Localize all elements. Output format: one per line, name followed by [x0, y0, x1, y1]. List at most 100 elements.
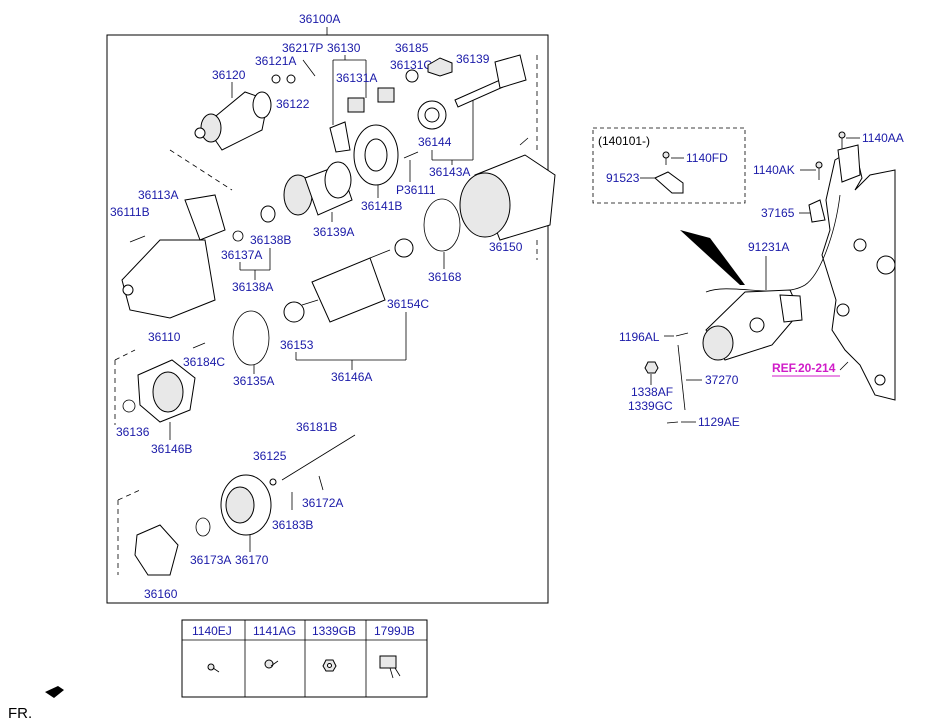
shaft-part: [454, 54, 527, 108]
brush-holder-housing-part: [137, 359, 196, 423]
label-36170[interactable]: 36170: [235, 553, 269, 567]
bracket-part: [808, 199, 826, 223]
pointer-arrow-icon: [680, 230, 745, 285]
label-36144[interactable]: 36144: [418, 135, 452, 149]
label-P36111[interactable]: P36111: [396, 183, 436, 197]
ref-link[interactable]: REF.20-214: [772, 361, 836, 375]
front-direction-label[interactable]: FR.: [8, 705, 32, 722]
connector-icon: [379, 655, 401, 679]
inset-box: [592, 127, 746, 204]
label-1338AF[interactable]: 1338AF: [631, 385, 673, 399]
label-36122[interactable]: 36122: [276, 97, 310, 111]
bracket-part: [654, 171, 684, 194]
collar-part: [260, 205, 276, 223]
inset-date: (140101-): [598, 134, 650, 148]
oring-part: [195, 517, 211, 537]
label-36137A[interactable]: 36137A: [221, 248, 262, 262]
bearing-part: [394, 238, 414, 258]
label-36121A[interactable]: 36121A: [255, 54, 296, 68]
screw-icon: [264, 659, 279, 669]
label-36130[interactable]: 36130: [327, 41, 361, 55]
front-arrow-icon: [45, 686, 64, 698]
yoke-housing-part: [459, 137, 556, 241]
label-36131C[interactable]: 36131C: [390, 58, 432, 72]
label-91523[interactable]: 91523: [606, 171, 640, 185]
label-36100A[interactable]: 36100A: [299, 12, 340, 26]
label-36139A[interactable]: 36139A: [313, 225, 354, 239]
label-1129AE[interactable]: 1129AE: [698, 415, 740, 429]
lever-part: [329, 121, 351, 153]
pinion-part: [283, 161, 353, 216]
label-36146B[interactable]: 36146B: [151, 442, 192, 456]
label-36131A[interactable]: 36131A: [336, 71, 377, 85]
label-36120[interactable]: 36120: [212, 68, 246, 82]
label-1196AL[interactable]: 1196AL: [619, 330, 660, 344]
cable-part: [677, 344, 686, 411]
label-36181B[interactable]: 36181B: [296, 420, 337, 434]
label-36153[interactable]: 36153: [280, 338, 314, 352]
label-36125[interactable]: 36125: [253, 449, 287, 463]
nut-part: [286, 74, 296, 84]
label-36139[interactable]: 36139: [456, 52, 490, 66]
label-36146A[interactable]: 36146A: [331, 370, 372, 384]
front-housing-part: [121, 194, 226, 319]
label-36173A[interactable]: 36173A: [190, 553, 231, 567]
armature-part: [301, 249, 391, 323]
label-36150[interactable]: 36150: [489, 240, 523, 254]
parts-table: [181, 619, 428, 698]
label-36172A[interactable]: 36172A: [302, 496, 343, 510]
label-36138A[interactable]: 36138A: [232, 280, 273, 294]
label-36168[interactable]: 36168: [428, 270, 462, 284]
clip-part: [232, 230, 244, 242]
label-36184C[interactable]: 36184C: [183, 355, 225, 369]
oring-part: [122, 399, 136, 413]
brush-holder-part: [134, 524, 179, 576]
engine-block: [821, 144, 896, 401]
bolt-icon: [815, 161, 823, 180]
label-36143A[interactable]: 36143A: [429, 165, 470, 179]
label-1339GC[interactable]: 1339GC: [628, 399, 673, 413]
label-36154C[interactable]: 36154C: [387, 297, 429, 311]
label-36185[interactable]: 36185: [395, 41, 429, 55]
nut-icon: [322, 659, 337, 672]
bolt-icon: [662, 151, 670, 165]
washer-part: [269, 478, 277, 486]
bracket-part: [377, 87, 395, 103]
label-36160[interactable]: 36160: [144, 587, 178, 601]
table-header-1799JB[interactable]: 1799JB: [374, 624, 415, 638]
table-header-1140EJ[interactable]: 1140EJ: [192, 624, 232, 638]
label-36136[interactable]: 36136: [116, 425, 150, 439]
label-1140AK[interactable]: 1140AK: [753, 163, 795, 177]
label-36111B[interactable]: 36111B: [110, 205, 150, 219]
label-91231A[interactable]: 91231A: [748, 240, 789, 254]
label-36183B[interactable]: 36183B: [272, 518, 313, 532]
label-36110[interactable]: 36110: [148, 330, 181, 344]
through-bolt-part: [281, 434, 356, 481]
bolt-icon: [838, 131, 846, 150]
oring-part: [232, 310, 270, 366]
table-header-1141AG[interactable]: 1141AG: [253, 624, 296, 638]
label-37165[interactable]: 37165: [761, 206, 795, 220]
oring-part: [423, 198, 461, 252]
solenoid-part: [194, 91, 272, 151]
washer-part: [271, 74, 281, 84]
label-37270[interactable]: 37270: [705, 373, 739, 387]
bearing-part: [283, 301, 305, 323]
label-36138B[interactable]: 36138B: [250, 233, 291, 247]
label-36135A[interactable]: 36135A: [233, 374, 274, 388]
bolt-icon: [207, 663, 220, 673]
oring-part: [405, 69, 419, 83]
nut-part: [644, 361, 659, 374]
block-part: [427, 57, 453, 77]
main-assembly-frame: [106, 34, 549, 604]
label-1140AA[interactable]: 1140AA: [862, 131, 904, 145]
bracket-part: [347, 97, 365, 113]
label-36217P[interactable]: 36217P: [282, 41, 323, 55]
label-36113A[interactable]: 36113A: [138, 188, 178, 202]
label-36141B[interactable]: 36141B: [361, 199, 402, 213]
wiring-harness-part: [705, 194, 841, 293]
rear-cover-part: [220, 474, 272, 536]
label-1140FD[interactable]: 1140FD: [686, 151, 728, 165]
table-header-1339GB[interactable]: 1339GB: [312, 624, 356, 638]
